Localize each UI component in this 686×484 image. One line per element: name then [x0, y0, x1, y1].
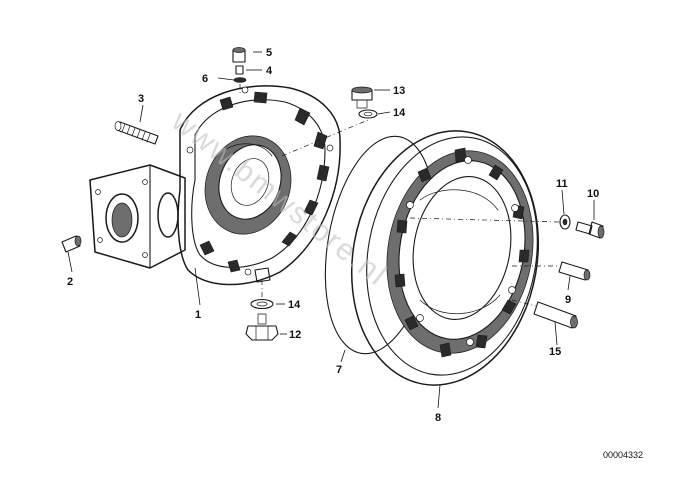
callout-8: 8: [435, 412, 441, 424]
callout-1: 1: [195, 309, 201, 321]
seal-part-6: [233, 77, 247, 83]
filler-plug-part-13: [351, 86, 373, 109]
cap-part-5: [232, 47, 246, 63]
callout-14-upper: 14: [393, 107, 406, 119]
seal-ring-part-14-lower: [250, 298, 274, 310]
callout-13: 13: [393, 85, 405, 97]
seal-ring-part-14-upper: [358, 109, 378, 119]
stud-part-3: [114, 121, 159, 145]
callout-10: 10: [587, 188, 599, 200]
cover-part-8: [350, 130, 540, 386]
callout-4: 4: [266, 65, 273, 77]
callout-14-lower: 14: [288, 299, 301, 311]
callout-11: 11: [556, 178, 568, 190]
watermark: www.bmwstore.nl: [165, 104, 394, 293]
washer-part-11: [559, 214, 571, 230]
dowel-pin-part-2: [61, 235, 82, 253]
housing-part-1: [89, 85, 341, 286]
drain-plug-part-12: [245, 313, 279, 341]
sleeve-part-15: [533, 301, 578, 329]
callout-15: 15: [549, 346, 561, 358]
washer-part-4: [235, 65, 244, 75]
bolt-part-10: [575, 221, 605, 239]
diagram-number: 00004332: [603, 450, 643, 460]
pin-part-9: [558, 261, 591, 281]
callout-12: 12: [289, 329, 301, 341]
callout-9: 9: [565, 294, 571, 306]
callout-7: 7: [336, 364, 342, 376]
callout-2: 2: [67, 276, 73, 288]
callout-3: 3: [138, 93, 144, 105]
callout-6: 6: [202, 73, 208, 85]
callout-5: 5: [266, 47, 272, 59]
